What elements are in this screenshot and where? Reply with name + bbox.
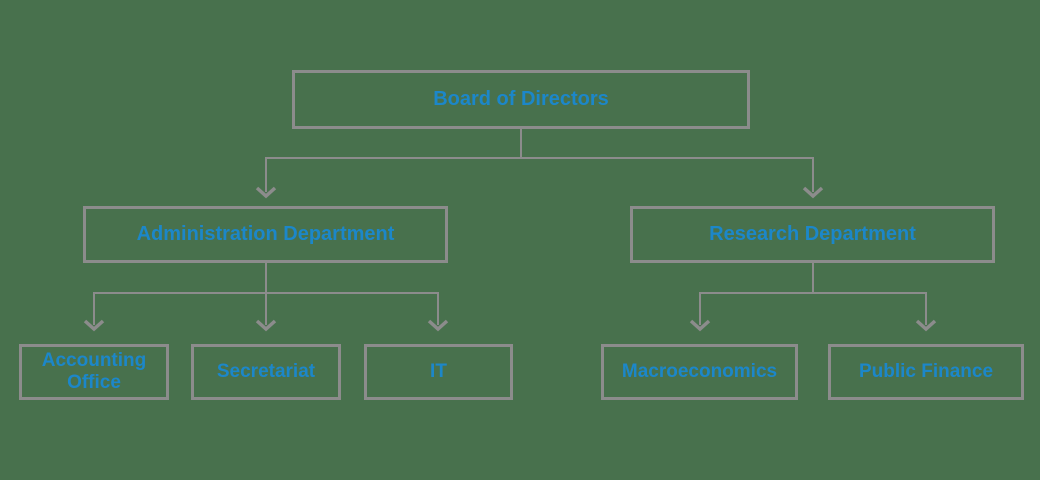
org-node-label: Macroeconomics — [621, 361, 778, 383]
org-node-administration-department: Administration Department — [83, 206, 448, 263]
org-node-label: IT — [430, 361, 447, 383]
arrowhead-down-icon — [689, 319, 711, 332]
org-node-secretariat: Secretariat — [191, 344, 341, 400]
org-node-accounting-office: Accounting Office — [19, 344, 169, 400]
org-node-label: Administration Department — [136, 223, 395, 245]
org-node-research-department: Research Department — [630, 206, 995, 263]
org-node-public-finance: Public Finance — [828, 344, 1024, 400]
org-node-board-of-directors: Board of Directors — [292, 70, 750, 129]
org-node-label: Public Finance — [858, 361, 994, 383]
arrowhead-down-icon — [83, 319, 105, 332]
org-node-label: Research Department — [709, 223, 916, 245]
arrowhead-down-icon — [255, 319, 277, 332]
arrowhead-down-icon — [255, 186, 277, 199]
org-node-it: IT — [364, 344, 513, 400]
org-node-macroeconomics: Macroeconomics — [601, 344, 798, 400]
arrowhead-down-icon — [915, 319, 937, 332]
org-node-label: Secretariat — [216, 361, 316, 383]
arrowhead-down-icon — [427, 319, 449, 332]
arrowhead-down-icon — [802, 186, 824, 199]
org-node-label: Accounting Office — [41, 350, 147, 393]
org-node-label: Board of Directors — [433, 88, 609, 110]
